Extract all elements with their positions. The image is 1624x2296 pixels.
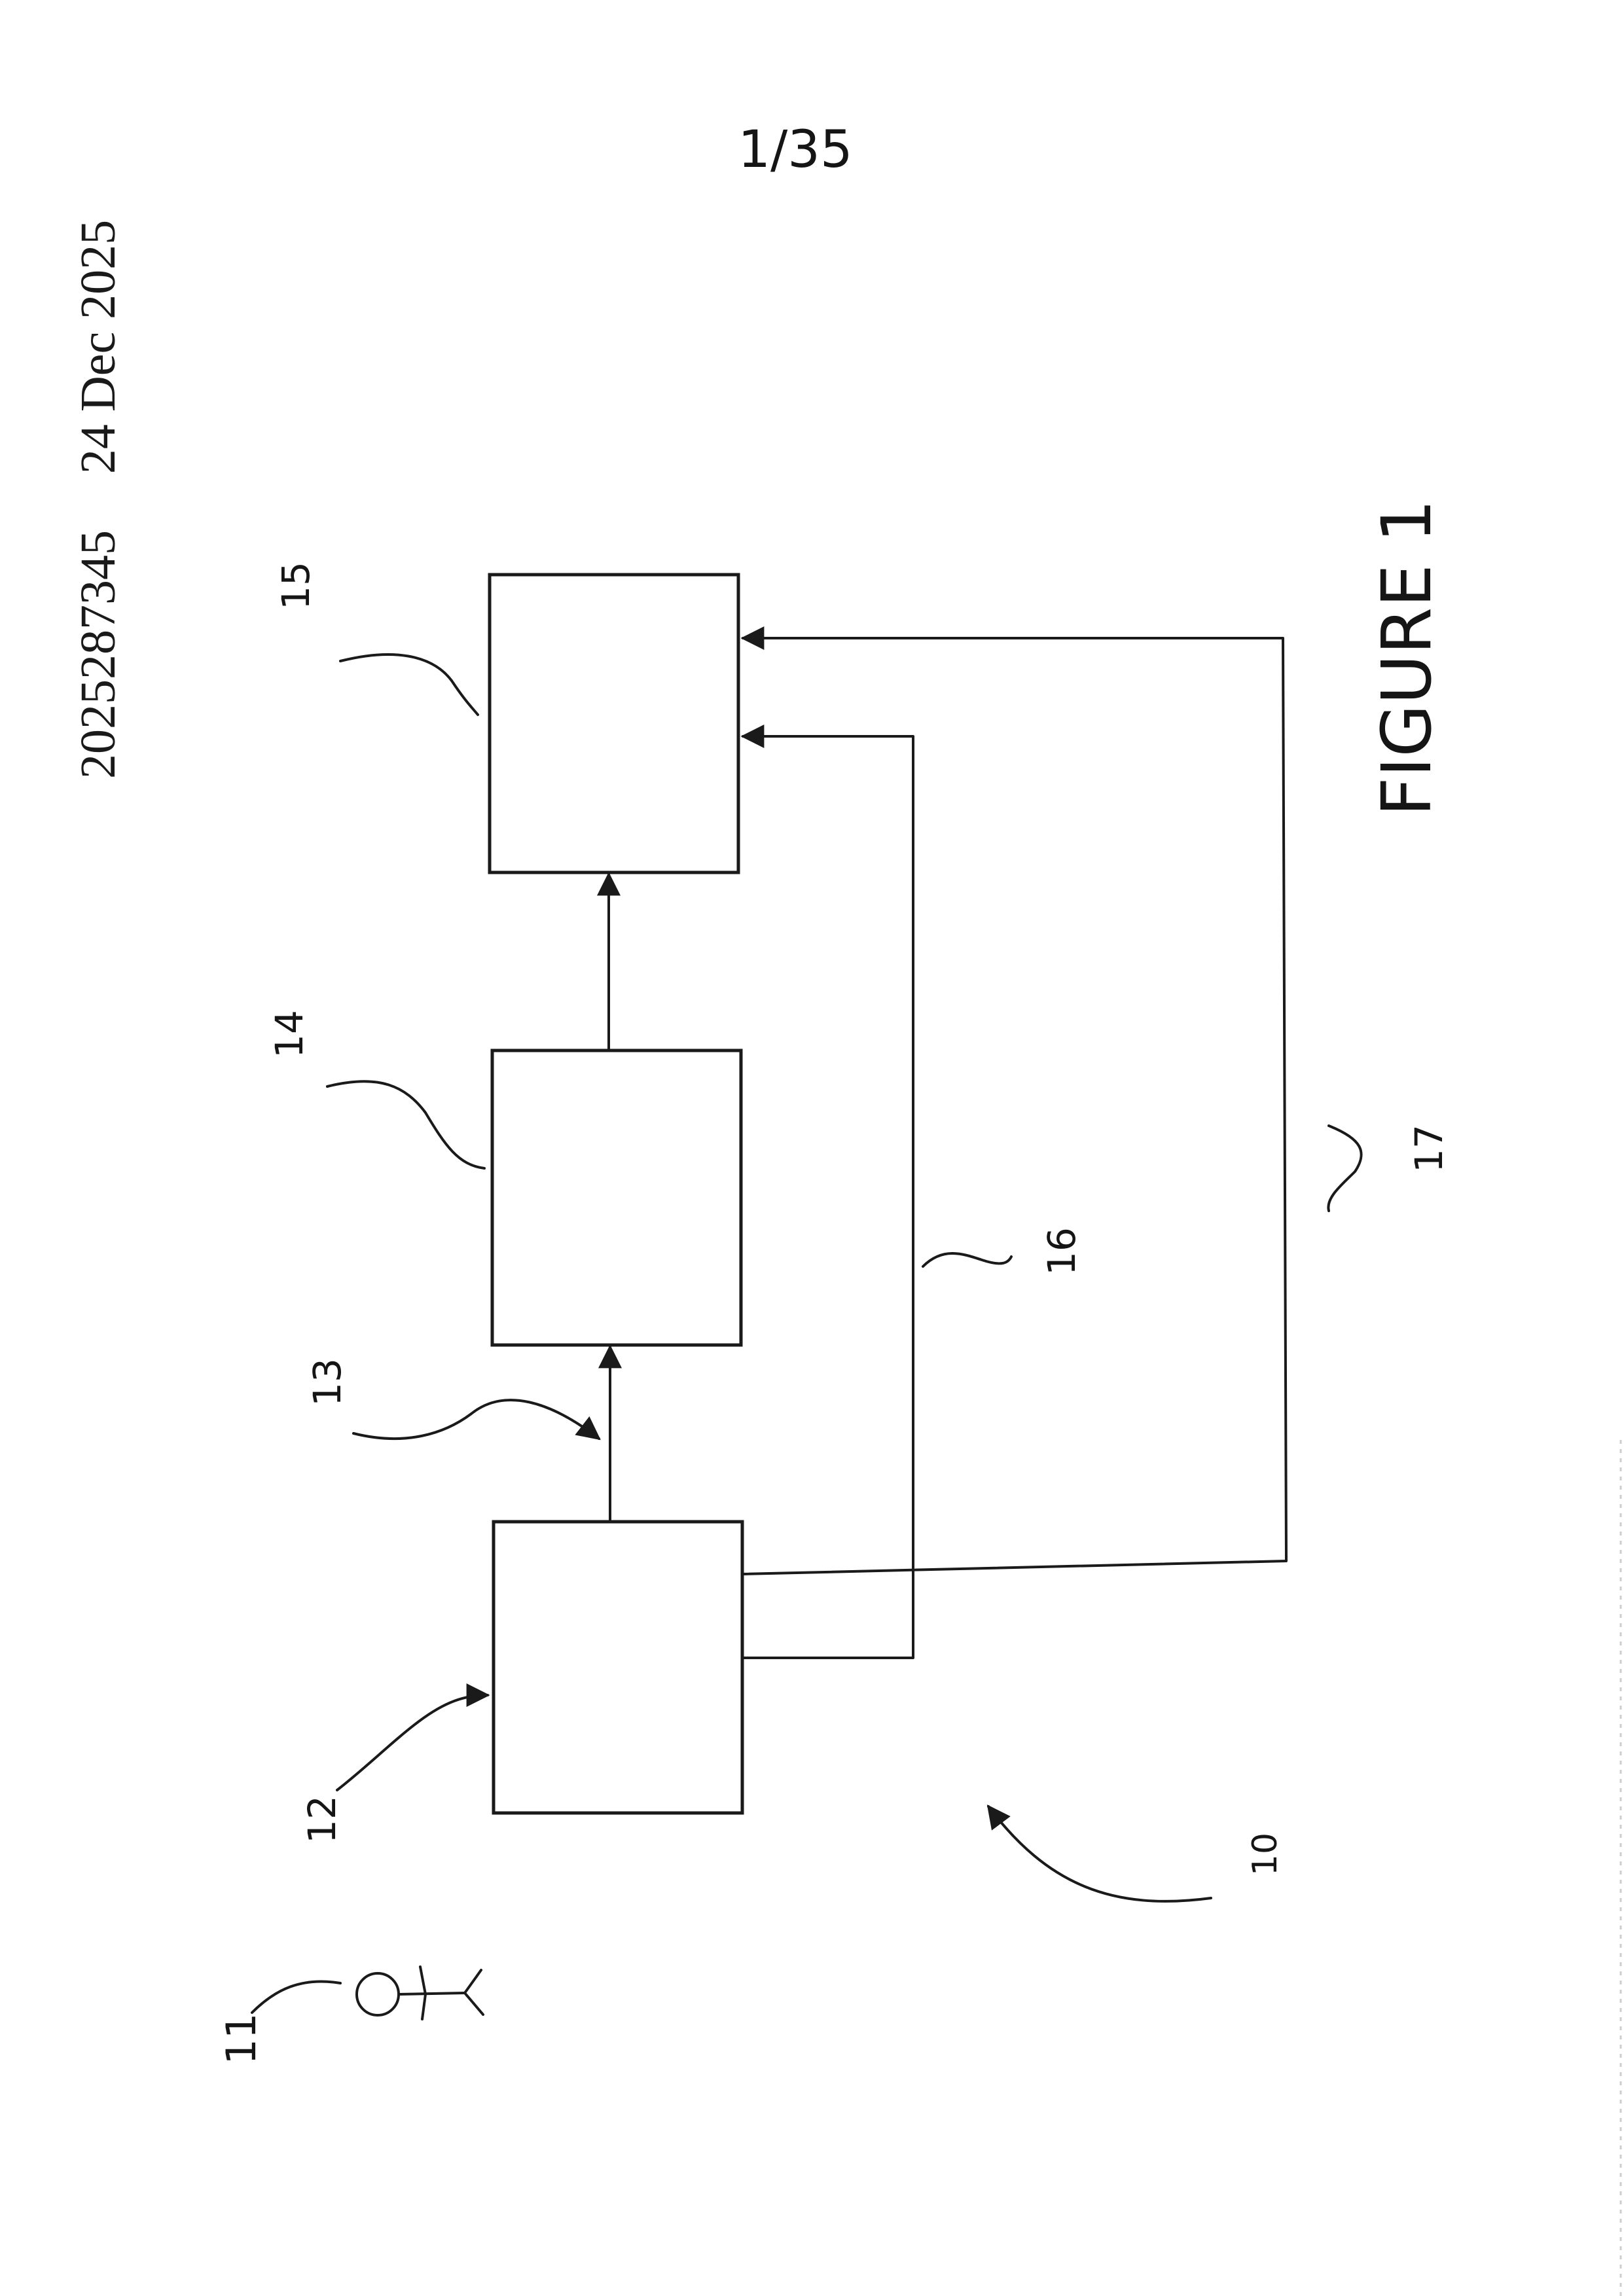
feedback-line-17 <box>743 638 1286 1574</box>
leader-11 <box>252 1981 340 2013</box>
document-date: 24 Dec 2025 <box>71 220 126 474</box>
user-icon <box>357 1967 483 2019</box>
leader-13 <box>353 1400 599 1439</box>
leader-14 <box>327 1081 484 1168</box>
ref-label-12: 12 <box>300 1795 344 1844</box>
ref-label-11: 11 <box>217 2013 265 2065</box>
block-12 <box>494 1522 742 1813</box>
block-15 <box>490 575 738 872</box>
feedback-line-16 <box>743 736 913 1658</box>
ref-label-10: 10 <box>1246 1833 1285 1876</box>
sheet-number: 1/35 <box>738 120 852 179</box>
leader-17 <box>1328 1126 1361 1211</box>
document-number: 2025287345 <box>71 530 126 779</box>
leader-15 <box>340 655 478 715</box>
ref-label-15: 15 <box>274 562 318 610</box>
ref-label-16: 16 <box>1039 1227 1084 1276</box>
ref-label-17: 17 <box>1407 1124 1451 1173</box>
leader-16 <box>923 1253 1011 1266</box>
leader-10 <box>988 1806 1211 1901</box>
leader-12 <box>337 1695 488 1790</box>
figure-caption: FIGURE 1 <box>1367 499 1447 816</box>
ref-label-13: 13 <box>305 1358 350 1407</box>
block-14 <box>492 1050 741 1345</box>
ref-label-14: 14 <box>267 1010 312 1058</box>
